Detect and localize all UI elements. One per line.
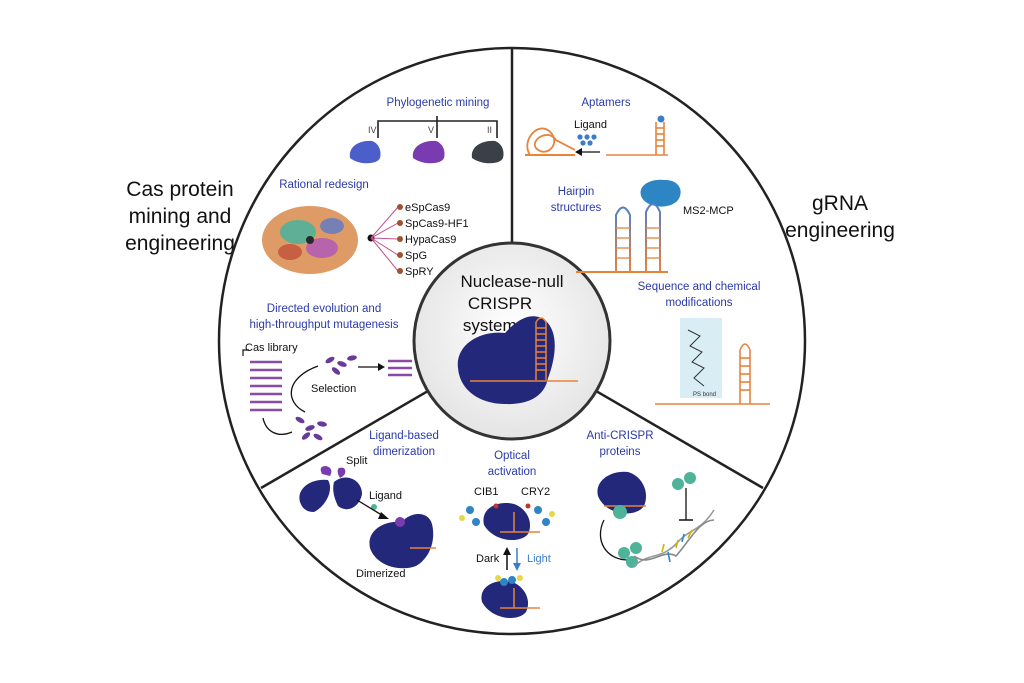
- divider-lower-right: [564, 371, 764, 490]
- split-label: Split: [346, 455, 367, 467]
- directed-evolution-title-line1: Directed evolution and: [267, 303, 381, 315]
- acr-cycle-arrow: [599, 519, 629, 561]
- aptamer-ligand-dots: [577, 134, 597, 146]
- variant-spcas9-hf1: SpCas9-HF1: [405, 218, 469, 230]
- aptamer-folded-rna: [606, 122, 668, 156]
- hairpin-title-line1: Hairpin: [558, 186, 594, 198]
- phylogenetic-mining-title: Phylogenetic mining: [387, 97, 490, 109]
- center-title-line1: Nuclease-null: [461, 272, 564, 291]
- aptamer-ligand-label: Ligand: [574, 119, 607, 131]
- center-title-line2: CRISPR: [468, 294, 532, 313]
- light-label: Light: [527, 553, 551, 565]
- dna-helix: [633, 509, 715, 567]
- rational-redesign-title: Rational redesign: [279, 179, 369, 191]
- chemical-structure-panel: [680, 318, 722, 398]
- dimerization-ligand-label: Ligand: [369, 490, 402, 502]
- grna-engineering-label: gRNA engineering: [765, 190, 915, 244]
- split-domain-a: [320, 466, 332, 476]
- hairpin-rna: [615, 203, 661, 272]
- dark-arrowhead: [503, 547, 511, 555]
- cib1-cry2-tags-top: [459, 503, 555, 526]
- library-cycle-arrow: [262, 417, 293, 435]
- directed-evolution-title-line2: high-throughput mutagenesis: [250, 319, 399, 331]
- variant-hypacas9: HypaCas9: [405, 234, 456, 246]
- selected-variants: [325, 355, 357, 375]
- center-cas-protein: [457, 316, 578, 405]
- dimerized-cas: [369, 514, 434, 569]
- side-label-left-line1: Cas protein: [126, 178, 234, 201]
- ms2-mcp-label: MS2-MCP: [683, 205, 734, 217]
- dark-label: Dark: [476, 553, 500, 565]
- dimerized-label: Dimerized: [356, 568, 406, 580]
- clade-ii-protein: [471, 140, 504, 164]
- ligand-dimerization-title-line1: Ligand-based: [369, 430, 439, 442]
- variant-espcas9: eSpCas9: [405, 202, 450, 214]
- aptamer-unfolded-rna: [526, 127, 576, 156]
- dimerization-arrowhead: [378, 512, 389, 519]
- variant-lines: [370, 206, 399, 272]
- protein-structure-image: [262, 206, 358, 274]
- modifications-title-line1: Sequence and chemical: [638, 281, 761, 293]
- divider-lower-left: [260, 371, 460, 490]
- dimerized-ligand-complex: [395, 517, 405, 527]
- aptamer-arrowhead: [575, 148, 582, 156]
- clade-iv-protein: [349, 140, 381, 164]
- cib1-label: CIB1: [474, 486, 498, 498]
- anti-crispr-title-line2: proteins: [600, 446, 641, 458]
- cas-library-bars: [250, 360, 282, 412]
- anti-crispr-cas: [597, 471, 647, 514]
- mutant-pool: [295, 416, 327, 441]
- chemical-structure: [687, 329, 705, 387]
- acr-top-proteins: [672, 472, 696, 490]
- phylogenetic-tree: [377, 116, 498, 138]
- hairpin-title-line2: structures: [551, 202, 602, 214]
- cas-protein-engineering-label: Cas protein mining and engineering: [92, 176, 268, 257]
- optical-activation-title-line1: Optical: [494, 450, 530, 462]
- dimerization-ligand-dot: [371, 504, 377, 510]
- selected-output-bars: [388, 359, 412, 377]
- modified-grna: [655, 343, 770, 405]
- optical-split-cas-top: [483, 502, 540, 541]
- acr-bound: [613, 505, 627, 519]
- aptamers-title: Aptamers: [581, 97, 630, 109]
- optical-assembled-cas: [481, 575, 540, 618]
- selection-label: Selection: [311, 383, 356, 395]
- cas-library-label: Cas library: [245, 342, 298, 354]
- anti-crispr-title-line1: Anti-CRISPR: [586, 430, 653, 442]
- split-cas-half-b: [333, 477, 362, 510]
- clade-ii-label: II: [487, 125, 492, 135]
- clade-iv-label: IV: [368, 125, 377, 135]
- optical-activation-title-line2: activation: [488, 466, 537, 478]
- side-label-left-line3: engineering: [125, 232, 235, 255]
- modifications-title-line2: modifications: [665, 297, 732, 309]
- clade-v-protein: [412, 140, 445, 164]
- hairpin-rungs: [616, 227, 660, 259]
- aptamer-bound-ligand: [657, 115, 665, 123]
- variant-dots: [397, 204, 403, 274]
- ligand-dimerization-title-line2: dimerization: [373, 446, 435, 458]
- split-domain-b: [337, 467, 346, 478]
- acr-free-proteins: [618, 542, 642, 568]
- selection-arrowhead-right: [378, 363, 385, 371]
- variant-spry: SpRY: [405, 266, 434, 278]
- split-cas-half-a: [299, 479, 331, 512]
- ps-bond-label: PS bond: [693, 392, 716, 398]
- variant-spg: SpG: [405, 250, 427, 262]
- selection-cycle-arrow: [290, 365, 319, 413]
- side-label-right-line2: engineering: [785, 219, 895, 242]
- side-label-right-line1: gRNA: [811, 192, 869, 215]
- clade-v-label: V: [428, 125, 434, 135]
- light-arrowhead: [513, 563, 521, 571]
- cas-library-bracket: [242, 349, 249, 356]
- ms2-mcp-protein: [640, 179, 681, 207]
- cry2-label: CRY2: [521, 486, 550, 498]
- side-label-left-line2: mining and: [128, 205, 232, 228]
